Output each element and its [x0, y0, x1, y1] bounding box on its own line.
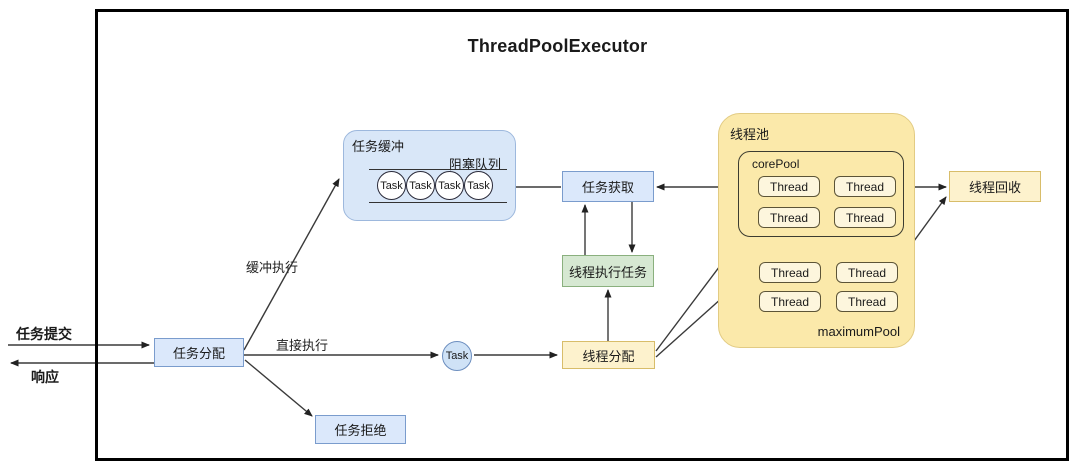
node-task-reject: 任务拒绝	[315, 415, 406, 444]
node-task-buffer: 任务缓冲 阻塞队列 Task Task Task Task	[343, 130, 516, 221]
thread-pool-label: 线程池	[730, 127, 770, 142]
node-task-dispatch: 任务分配	[154, 338, 244, 367]
queued-task: Task	[377, 171, 406, 200]
queued-task: Task	[406, 171, 435, 200]
core-thread: Thread	[758, 207, 820, 228]
core-thread: Thread	[758, 176, 820, 197]
node-task-fetch: 任务获取	[562, 171, 654, 202]
core-thread: Thread	[834, 176, 896, 197]
label-buffered-exec: 缓冲执行	[246, 260, 299, 275]
max-thread: Thread	[836, 262, 898, 283]
queued-task: Task	[464, 171, 493, 200]
core-pool: corePool Thread Thread Thread Thread	[738, 151, 904, 237]
task-buffer-label: 任务缓冲	[352, 139, 405, 154]
maximum-pool-label: maximumPool	[817, 324, 900, 339]
node-task-unit: Task	[442, 341, 472, 371]
label-direct-exec: 直接执行	[276, 338, 329, 353]
core-thread: Thread	[834, 207, 896, 228]
queued-task: Task	[435, 171, 464, 200]
node-thread-pool: 线程池 corePool Thread Thread Thread Thread…	[718, 113, 915, 348]
core-pool-label: corePool	[752, 157, 800, 171]
blocking-queue: Task Task Task Task	[369, 169, 507, 203]
node-thread-execute: 线程执行任务	[562, 255, 654, 287]
diagram-title: ThreadPoolExecutor	[467, 36, 648, 56]
outer-frame	[95, 9, 1069, 461]
node-thread-dispatch: 线程分配	[562, 341, 655, 369]
label-response: 响应	[31, 369, 59, 385]
label-task-submit: 任务提交	[16, 326, 72, 342]
max-thread: Thread	[759, 262, 821, 283]
node-thread-recycle: 线程回收	[949, 171, 1041, 202]
max-thread: Thread	[759, 291, 821, 312]
max-thread: Thread	[836, 291, 898, 312]
blocking-queue-label: 阻塞队列	[448, 157, 501, 172]
